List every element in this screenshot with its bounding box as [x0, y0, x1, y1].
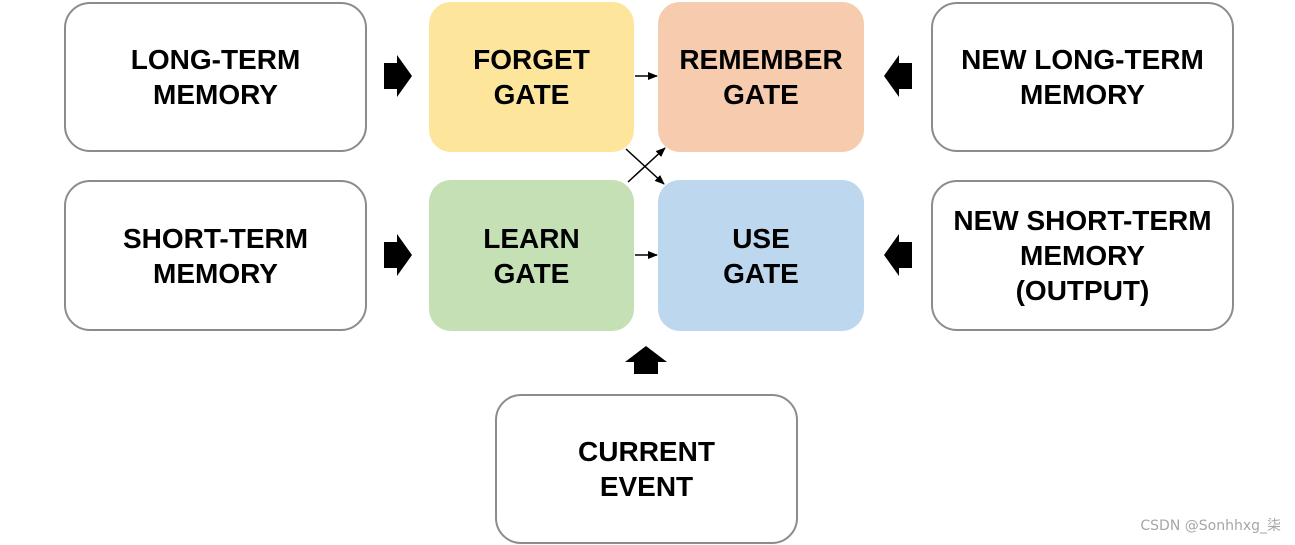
learn-gate-label: LEARN GATE	[483, 222, 580, 289]
forget-gate-box: FORGET GATE	[429, 2, 634, 152]
thin-arrow-learn-to-remember	[627, 147, 666, 183]
remember-gate-label: REMEMBER GATE	[679, 44, 843, 110]
new-short-term-memory-box: NEW SHORT-TERM MEMORY (OUTPUT)	[931, 180, 1234, 331]
block-arrow-current-event-up	[625, 346, 667, 374]
forget-gate-label: FORGET GATE	[473, 44, 590, 110]
learn-gate-box: LEARN GATE	[429, 180, 634, 331]
short-term-memory-box: SHORT-TERM MEMORY	[64, 180, 367, 331]
remember-gate-box: REMEMBER GATE	[658, 2, 864, 152]
use-gate-label: USE GATE	[723, 222, 799, 289]
new-long-term-memory-box: NEW LONG-TERM MEMORY	[931, 2, 1234, 152]
block-arrow-remember-to-new-ltm	[884, 55, 912, 97]
use-gate-box: USE GATE	[658, 180, 864, 331]
block-arrow-use-to-new-stm	[884, 234, 912, 276]
thin-arrow-forget-to-use	[625, 148, 665, 185]
long-term-memory-label: LONG-TERM MEMORY	[130, 44, 301, 110]
current-event-box: CURRENT EVENT	[495, 394, 798, 544]
current-event-label: CURRENT EVENT	[578, 436, 715, 502]
long-term-memory-box: LONG-TERM MEMORY	[64, 2, 367, 152]
new-long-term-memory-label: NEW LONG-TERM MEMORY	[961, 44, 1204, 110]
block-arrow-ltm-to-forget	[384, 55, 412, 97]
watermark-text: CSDN @Sonhhxg_柒	[1140, 518, 1281, 534]
block-arrow-stm-to-learn	[384, 234, 412, 276]
new-short-term-memory-label: NEW SHORT-TERM MEMORY (OUTPUT)	[953, 205, 1212, 306]
short-term-memory-label: SHORT-TERM MEMORY	[122, 222, 309, 289]
